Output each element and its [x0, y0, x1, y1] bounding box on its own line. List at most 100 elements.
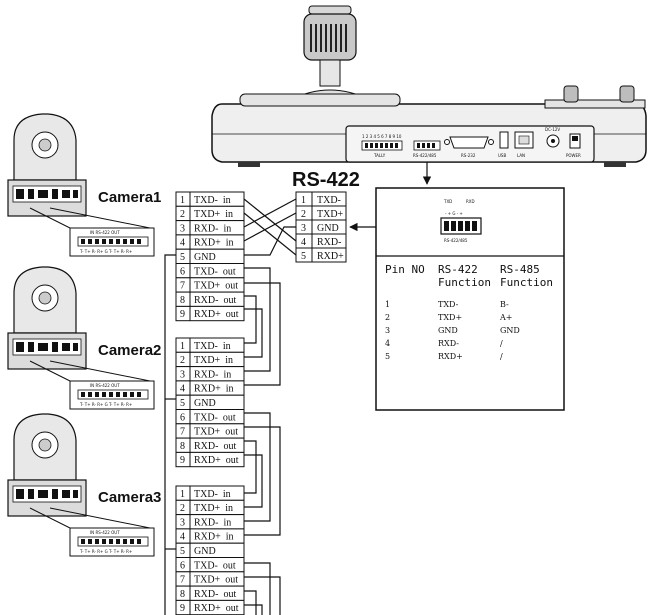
controller-pin-num: 3: [301, 223, 306, 234]
joystick: [289, 5, 371, 101]
pin-number: 7: [180, 427, 185, 438]
wire-c2-txdm-out: [244, 412, 271, 522]
connector-rxd-label: RXD: [466, 199, 475, 204]
pin-label: TXD- out: [194, 412, 236, 423]
pin-number: 6: [180, 560, 185, 571]
wiring: [164, 198, 297, 615]
header-rs422-function: Function: [438, 276, 491, 289]
controller-pin-label: RXD+: [317, 251, 344, 262]
wire-cam1-rxd-plus: [243, 212, 297, 242]
pin-label: GND: [194, 398, 216, 409]
pin-number: 8: [180, 589, 185, 600]
row-rs485: /: [500, 339, 503, 348]
pin-label: TXD+ in: [194, 209, 233, 220]
pin-label: GND: [194, 252, 216, 263]
pin-number: 3: [180, 223, 185, 234]
wire-cam1-gnd: [244, 226, 296, 256]
pin-label: RXD+ out: [194, 455, 239, 466]
pin-label: TXD+ in: [194, 503, 233, 514]
tally-pin-numbers: 1 2 3 4 5 6 7 8 9 10: [362, 134, 402, 139]
pin-label: RXD+ in: [194, 238, 234, 249]
wire-cam1-rxd-minus: [243, 198, 297, 228]
row-rs422: RXD-: [438, 339, 459, 348]
row-rs422: RXD+: [438, 352, 463, 361]
controller-pin-label: RXD-: [317, 237, 341, 248]
pin-label: RXD- out: [194, 441, 236, 452]
camera-1: IN RS-422 OUT T- T+ R- R+ G T- T+ R- R+ …: [7, 113, 161, 257]
pin-number: 5: [180, 546, 185, 557]
pin-label: RXD- out: [194, 589, 236, 600]
pin-number: 1: [180, 489, 185, 500]
pin-number: 2: [180, 209, 185, 220]
controller-pin-num: 5: [301, 251, 306, 262]
pin-number: 3: [180, 517, 185, 528]
pin-label: TXD- in: [194, 341, 231, 352]
pin-label: RXD+ in: [194, 532, 234, 543]
row-pin: 4: [385, 339, 390, 348]
controller-pin-label: TXD-: [317, 195, 341, 206]
wire-c2-rxdm-out: [244, 440, 257, 494]
row-pin: 2: [385, 313, 390, 322]
port-label-power: POWER: [566, 153, 581, 158]
wire-c1-rxdm-out: [244, 295, 257, 344]
pin-cell: [175, 305, 245, 322]
row-rs485: A+: [499, 313, 512, 322]
pin-number: 6: [180, 412, 185, 423]
pin-number: 4: [180, 384, 185, 395]
pin-number: 9: [180, 455, 185, 466]
port-label-rs422: RS-422/485: [413, 153, 437, 158]
controller-pin-label: TXD+: [317, 209, 344, 220]
wire-c1-txdm-out: [244, 267, 271, 372]
row-rs485: /: [500, 352, 503, 361]
controller-pin-label: GND: [317, 223, 339, 234]
camera-label: Camera1: [98, 189, 161, 206]
pin-label: RXD- in: [194, 223, 231, 234]
usb-port: [499, 131, 509, 149]
connector-label: RS-422/485: [444, 238, 468, 243]
pin-label: TXD- in: [194, 195, 231, 206]
wire-c3-rxdp-out: [244, 604, 263, 615]
camera-connector-header: IN RS-422 OUT: [90, 530, 120, 535]
camera-connector-pins: T- T+ R- R+ G T- T+ R- R+: [79, 249, 132, 254]
camera-3: IN RS-422 OUT T- T+ R- R+ G T- T+ R- R+ …: [7, 413, 161, 557]
controller-pin-num: 2: [301, 209, 306, 220]
pin-label: RXD+ out: [194, 603, 239, 614]
port-label-lan: LAN: [517, 153, 525, 158]
wire-c2-txdp-out: [244, 426, 281, 536]
camera-2: IN RS-422 OUT T- T+ R- R+ G T- T+ R- R+ …: [7, 266, 161, 410]
wire-c1-txdp-out: [244, 282, 281, 386]
pin-label: TXD- out: [194, 266, 236, 277]
pin-cell: [175, 451, 245, 468]
pin-label: TXD+ out: [194, 575, 238, 586]
pin-label: TXD- out: [194, 560, 236, 571]
port-label-dc: DC-12V: [545, 127, 560, 132]
header-rs485-function: Function: [500, 276, 553, 289]
wire-c3-txdm-out: [244, 562, 271, 615]
header-pin-no: Pin NO: [385, 263, 425, 276]
pin-number: 9: [180, 309, 185, 320]
pin-number: 5: [180, 398, 185, 409]
pin-label: RXD+ out: [194, 309, 239, 320]
controller-pin-num: 1: [301, 195, 306, 206]
pin-label: TXD+ out: [194, 427, 238, 438]
ptz-controller: 1 2 3 4 5 6 7 8 9 10 TALLY RS-422/485 RS…: [211, 5, 647, 167]
wire-c2-rxdp-out: [244, 454, 263, 508]
pin-number: 8: [180, 295, 185, 306]
wire-c3-rxdm-out: [244, 590, 257, 615]
camera-connector-header: IN RS-422 OUT: [90, 230, 120, 235]
pin-label: RXD+ in: [194, 384, 234, 395]
camera-connector-pins: T- T+ R- R+ G T- T+ R- R+: [79, 402, 132, 407]
pin-number: 2: [180, 355, 185, 366]
knob-icon: [563, 85, 635, 103]
pin-label: TXD+ out: [194, 281, 238, 292]
pin-number: 1: [180, 341, 185, 352]
pin-number: 7: [180, 575, 185, 586]
pin-number: 4: [180, 532, 185, 543]
pin-number: 3: [180, 369, 185, 380]
row-pin: 1: [385, 300, 390, 309]
camera-connector-pins: T- T+ R- R+ G T- T+ R- R+: [79, 549, 132, 554]
